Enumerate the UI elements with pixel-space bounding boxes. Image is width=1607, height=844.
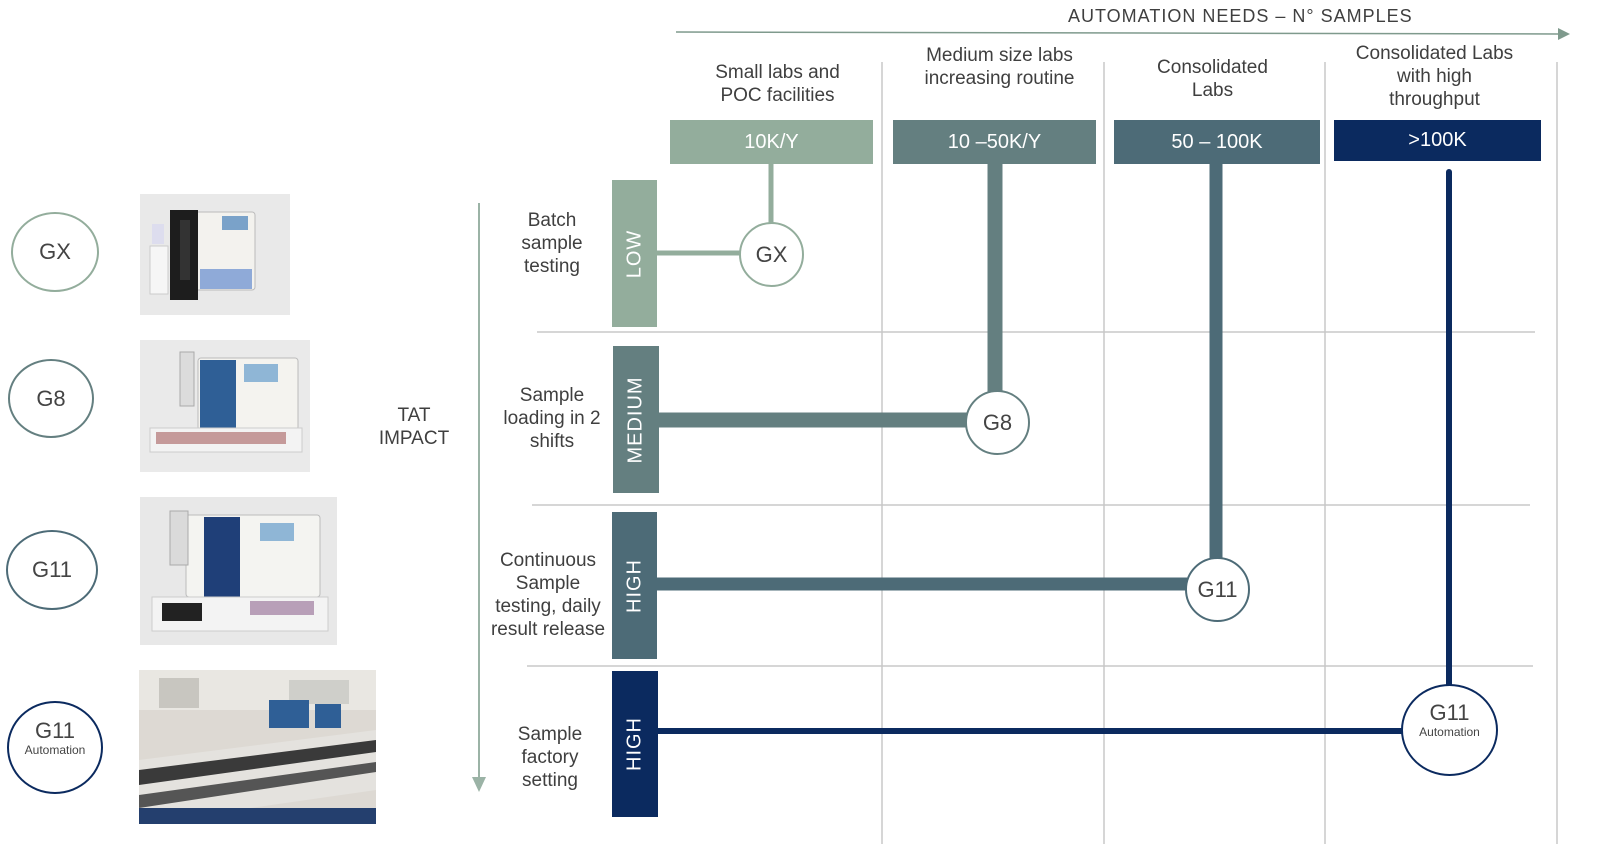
node-g11-automation-sub: Automation bbox=[1419, 725, 1480, 739]
side-model-gx: GX bbox=[11, 212, 99, 292]
node-g11-label: G11 bbox=[1197, 577, 1238, 602]
volume-band-10-50k: 10 –50K/Y bbox=[893, 120, 1096, 164]
side-model-g11-automation-label: G11 bbox=[35, 718, 75, 743]
tat-label-line2: IMPACT bbox=[378, 428, 450, 449]
side-model-g8: G8 bbox=[8, 359, 94, 438]
g11-analyzer-image bbox=[140, 497, 337, 645]
side-model-g11-label: G11 bbox=[32, 557, 72, 582]
row-label-factory: Sample factory setting bbox=[517, 724, 583, 791]
tat-level-low-text: LOW bbox=[623, 229, 645, 278]
volume-band-50-100k: 50 – 100K bbox=[1114, 120, 1320, 164]
tat-level-high-automation-text: HIGH bbox=[623, 717, 646, 771]
row-label-batch: Batch sample testing bbox=[521, 210, 583, 277]
node-g8: G8 bbox=[965, 390, 1030, 455]
g8-analyzer-image bbox=[140, 340, 310, 472]
side-model-gx-label: GX bbox=[39, 239, 71, 264]
side-model-g11-automation: G11 Automation bbox=[7, 701, 103, 794]
node-g11-automation-label: G11 bbox=[1429, 700, 1470, 725]
tat-level-high-automation: HIGH bbox=[612, 671, 658, 817]
side-model-g8-label: G8 bbox=[36, 386, 66, 411]
tat-level-high-text: HIGH bbox=[623, 558, 645, 613]
node-g11: G11 bbox=[1185, 557, 1250, 622]
tat-level-high: HIGH bbox=[612, 512, 657, 659]
g11-automation-line-image bbox=[139, 670, 376, 824]
volume-band-10k: 10K/Y bbox=[670, 120, 873, 164]
node-g8-label: G8 bbox=[982, 410, 1013, 435]
column-header-medium-labs: Medium size labs increasing routine bbox=[924, 45, 1075, 89]
node-gx: GX bbox=[739, 222, 804, 287]
axis-title: AUTOMATION NEEDS – N° SAMPLES bbox=[1068, 6, 1413, 26]
tat-level-medium: MEDIUM bbox=[613, 346, 659, 493]
tat-impact-label: TAT IMPACT bbox=[366, 404, 462, 450]
tat-level-medium-text: MEDIUM bbox=[624, 375, 647, 464]
tat-axis-arrowhead bbox=[472, 777, 486, 792]
gx-analyzer-image bbox=[140, 194, 290, 315]
automation-axis-line bbox=[675, 31, 1559, 35]
row-label-continuous: Continuous Sample testing, daily result … bbox=[490, 550, 606, 640]
tat-level-low: LOW bbox=[612, 180, 657, 327]
column-header-consolidated-labs: Consolidated Labs bbox=[1157, 57, 1268, 101]
column-header-small-labs: Small labs and POC facilities bbox=[715, 62, 840, 106]
side-model-g11: G11 bbox=[6, 530, 98, 610]
automation-axis-arrowhead bbox=[1558, 28, 1570, 40]
node-gx-label: GX bbox=[755, 242, 788, 267]
row-label-two-shifts: Sample loading in 2 shifts bbox=[503, 385, 601, 452]
volume-band-over-100k: >100K bbox=[1334, 120, 1541, 161]
side-model-g11-automation-sub: Automation bbox=[24, 743, 86, 757]
column-header-high-throughput: Consolidated Labs with high throughput bbox=[1355, 43, 1514, 110]
node-g11-automation: G11 Automation bbox=[1401, 684, 1498, 776]
tat-label-line1: TAT bbox=[397, 405, 431, 426]
